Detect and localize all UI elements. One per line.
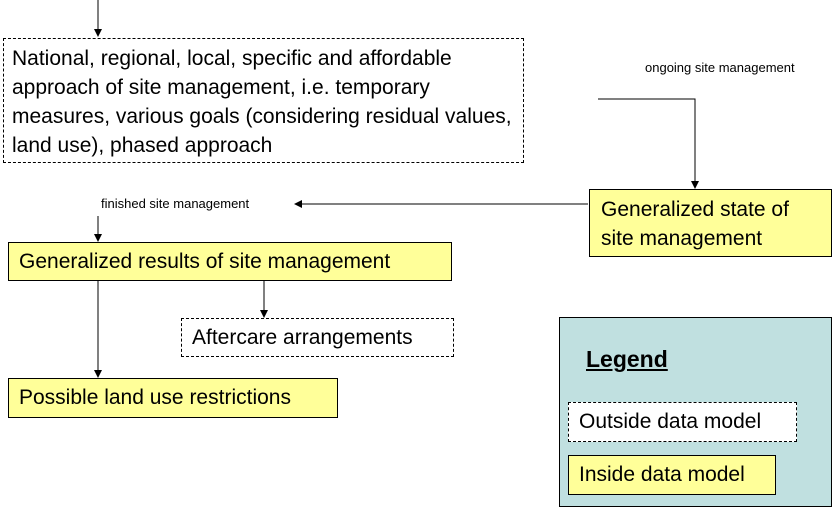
legend-title: Legend <box>586 346 668 372</box>
generalized-results-box: Generalized results of site management <box>8 242 452 281</box>
aftercare-arrangements-box: Aftercare arrangements <box>181 318 454 357</box>
generalized-state-box: Generalized state of site management <box>589 189 832 257</box>
approach-box: National, regional, local, specific and … <box>3 38 524 163</box>
arrow-ongoing-to-state <box>598 98 699 189</box>
legend-panel: Legend Outside data model Inside data mo… <box>559 317 832 507</box>
legend-outside-data-model: Outside data model <box>568 402 797 442</box>
ongoing-site-management-label: ongoing site management <box>645 60 795 75</box>
finished-site-management-label: finished site management <box>101 196 250 211</box>
land-use-restrictions-box: Possible land use restrictions <box>8 378 338 418</box>
legend-inside-data-model: Inside data model <box>568 455 776 495</box>
